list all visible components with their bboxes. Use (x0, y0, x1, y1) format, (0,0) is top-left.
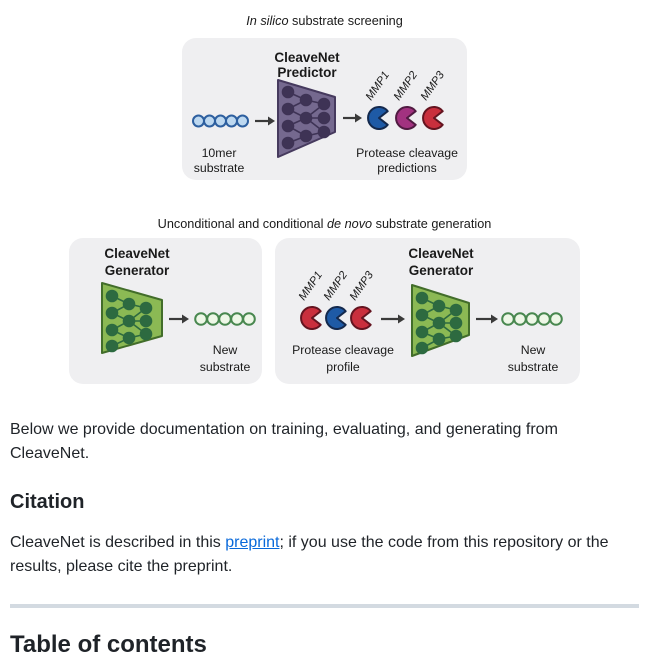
figure1-title-italic: In silico (246, 14, 289, 28)
citation-heading: Citation (10, 491, 85, 513)
predictor-label-line1: CleaveNet (274, 50, 340, 65)
substrate-beads-icon (194, 312, 256, 326)
output-label-line2: substrate (508, 360, 559, 374)
arrow-right-icon (476, 314, 498, 324)
profile-label-line2: profile (326, 360, 360, 374)
substrate-beads-icon (192, 114, 249, 128)
output-label-line1: Protease cleavage (356, 146, 458, 160)
generator-label-line1: CleaveNet (408, 246, 474, 261)
predictor-network-icon (277, 79, 336, 158)
input-label-line2: substrate (194, 161, 245, 175)
figure1-title: In silico substrate screening (10, 13, 639, 29)
output-label-line2: substrate (200, 360, 251, 374)
profile-label-line1: Protease cleavage (292, 343, 394, 357)
arrow-right-icon (255, 116, 275, 126)
citation-paragraph: CleaveNet is described in this preprint;… (10, 531, 639, 579)
figure2-title-pre: Unconditional and conditional (157, 217, 327, 231)
arrow-right-icon (343, 113, 362, 123)
figure1-panel: CleaveNet Predictor (10, 38, 639, 180)
preprint-link[interactable]: preprint (225, 534, 280, 551)
predictor-diagram: CleaveNet Predictor (182, 38, 467, 180)
generator-network-icon (101, 282, 163, 354)
output-label-line2: predictions (377, 161, 436, 175)
generator-network-icon (411, 284, 470, 357)
section-divider (10, 604, 639, 608)
figure2-title-italic: de novo (326, 217, 373, 231)
arrow-right-icon (169, 314, 189, 324)
arrow-right-icon (381, 314, 405, 324)
input-label-line1: 10mer (202, 146, 237, 160)
generator-conditional-diagram: MMP1 MMP2 MMP3 Protease cleavage profile (275, 238, 580, 384)
citation-text-pre: CleaveNet is described in this (10, 534, 226, 551)
readme-page: In silico substrate screening CleaveNet … (0, 13, 645, 660)
generator-unconditional-diagram: CleaveNet Generator (69, 238, 262, 384)
figure1-title-rest: substrate screening (288, 14, 403, 28)
intro-paragraph: Below we provide documentation on traini… (10, 421, 558, 462)
predictor-label-line2: Predictor (277, 65, 337, 80)
generator-label-line2: Generator (105, 263, 170, 278)
output-label-line1: New (521, 343, 546, 357)
toc-heading: Table of contents (10, 631, 207, 658)
figure2-title-post: substrate generation (372, 217, 492, 231)
figure2-title: Unconditional and conditional de novo su… (10, 216, 639, 232)
generator-label-line2: Generator (409, 263, 474, 278)
citation-text-post: ; if you use the code from this reposito… (10, 534, 609, 575)
generator-label-line1: CleaveNet (104, 246, 170, 261)
output-label-line1: New (213, 343, 238, 357)
substrate-beads-icon (501, 312, 563, 326)
